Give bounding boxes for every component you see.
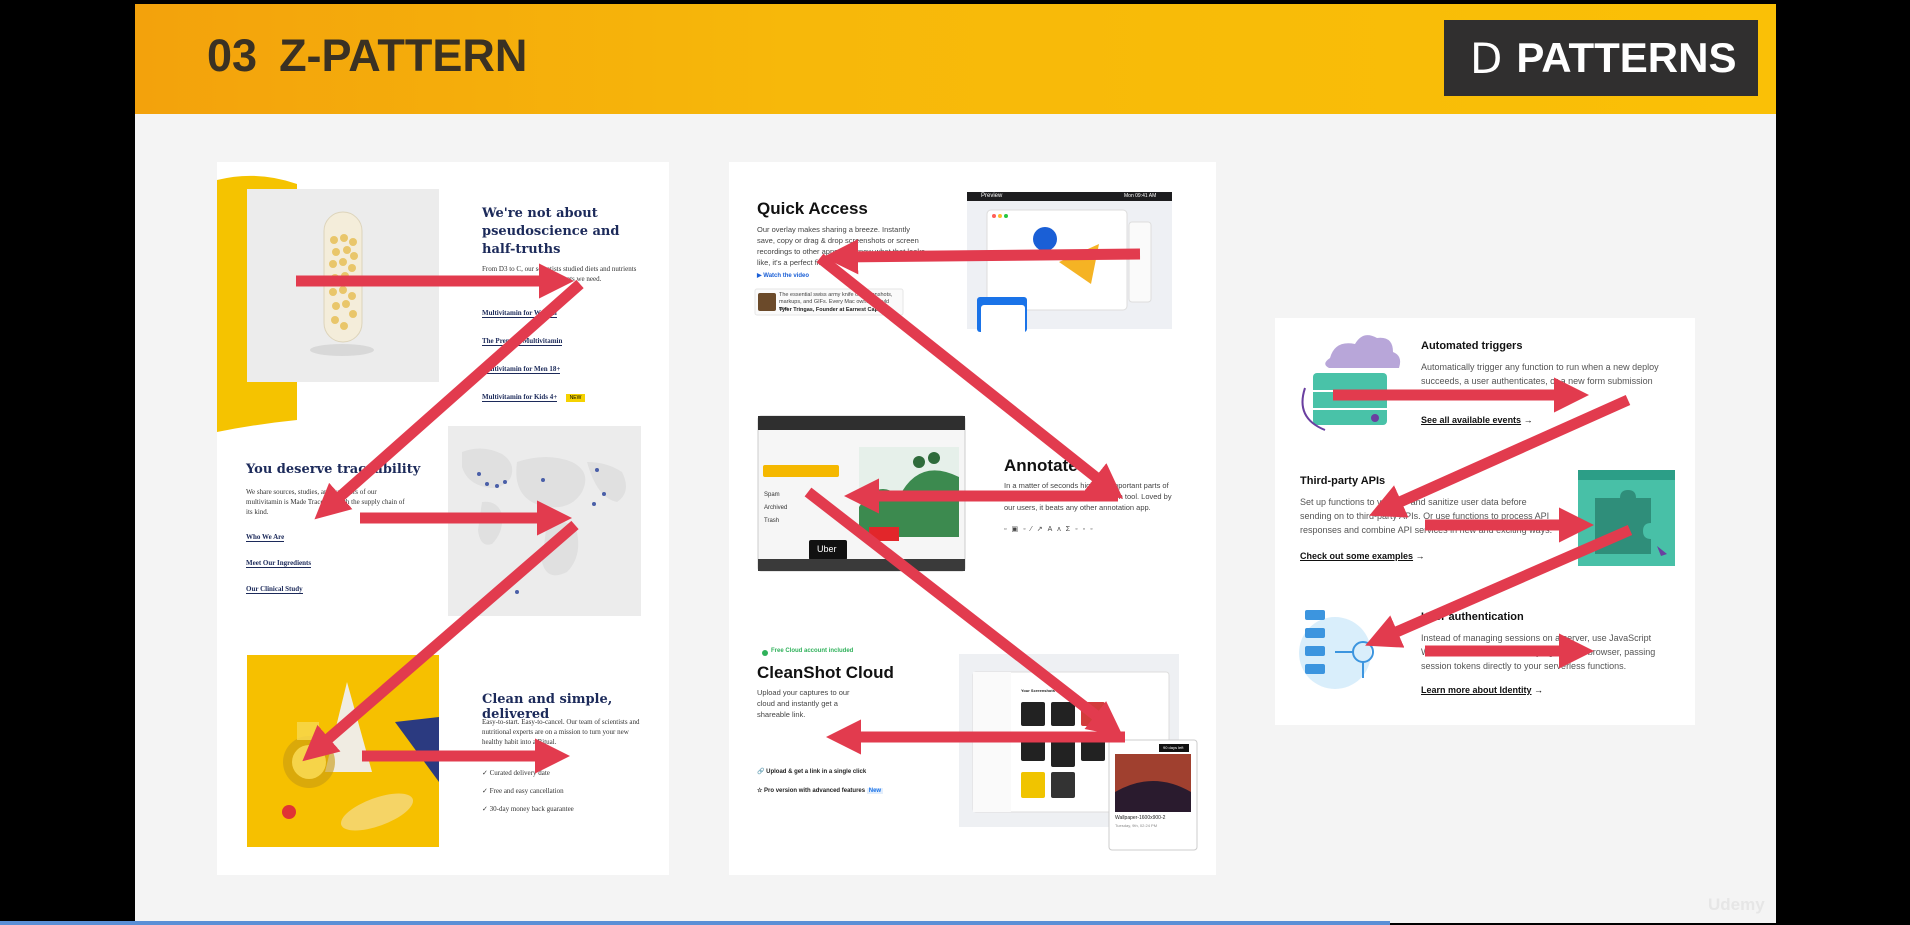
logo-text: PATTERNS	[1516, 34, 1737, 81]
sidebar-trash[interactable]: Trash	[764, 518, 780, 524]
card2-heading-2: Annotate	[1004, 456, 1078, 475]
card1-links-2: Who We Are Meet Our Ingredients Our Clin…	[246, 526, 312, 596]
check-icon: ✓	[482, 769, 490, 777]
card3-link-2[interactable]: Check out some examples →	[1300, 546, 1425, 564]
annotation-toolbar: ▫▣◦⁄↗ΑʌΣ◦◦◦	[1004, 526, 1098, 533]
slide-title: 03 Z-PATTERN	[207, 30, 527, 82]
card3-para-3: Instead of managing sessions on a server…	[1421, 633, 1656, 671]
uber-label: Uber	[817, 544, 837, 554]
card3-link-3[interactable]: Learn more about Identity →	[1421, 680, 1543, 698]
sidebar-archived[interactable]: Archived	[764, 505, 788, 511]
preview-window-title: Preview	[981, 193, 1003, 199]
arrow-right-icon: →	[1521, 415, 1533, 425]
feature-upload-label: Upload & get a link in a single click	[766, 769, 867, 775]
card1-bullets: ✓ Curated delivery date ✓ Free and easy …	[482, 768, 574, 814]
card2-heading-1: Quick Access	[757, 199, 868, 218]
example-card-netlify: Automated triggers Automatically trigger…	[1275, 318, 1695, 725]
watch-video-link[interactable]: ▶ Watch the video	[757, 272, 809, 279]
check-examples-link[interactable]: Check out some examples	[1300, 551, 1414, 561]
feature-pro: ☆ Pro version with advanced features New	[757, 786, 884, 797]
bullet-guarantee: 30-day money back guarantee	[489, 805, 574, 813]
card3-para-2: Set up functions to validate and sanitiz…	[1300, 497, 1553, 535]
sidebar-spam[interactable]: Spam	[764, 492, 780, 498]
free-cloud-badge: Free Cloud account included	[771, 648, 854, 654]
card2-para-2: In a matter of seconds highlight importa…	[1004, 481, 1172, 512]
arrow-right-icon: →	[1531, 685, 1544, 695]
video-progress-bar[interactable]	[0, 921, 1390, 925]
card3-link-1[interactable]: See all available events →	[1421, 410, 1533, 428]
see-events-link[interactable]: See all available events	[1421, 415, 1522, 425]
preview-clock: Mon 09:41 AM	[1124, 193, 1157, 199]
card1-para-1: From D3 to C, our scientists studied die…	[482, 265, 637, 283]
card3-heading-3: User authentication	[1421, 611, 1524, 623]
link-prenatal[interactable]: The Prenatal Multivitamin	[482, 337, 563, 346]
card3-heading-1: Automated triggers	[1421, 340, 1523, 352]
card2-heading-3: CleanShot Cloud	[757, 663, 894, 682]
bullet-cancellation: Free and easy cancellation	[489, 787, 564, 795]
link-icon: 🔗	[757, 769, 767, 775]
card1-para-2: We share sources, studies, and suppliers…	[246, 488, 405, 516]
star-icon: ☆	[757, 788, 765, 794]
card1-heading-1: We're not about pseudoscience and half-t…	[482, 206, 620, 257]
link-meet-ingredients[interactable]: Meet Our Ingredients	[246, 559, 312, 568]
link-multivitamin-men[interactable]: Multivitamin for Men 18+	[482, 365, 561, 374]
card1-heading-2: You deserve traceability	[246, 462, 421, 477]
link-multivitamin-women[interactable]: Multivitamin for Women	[482, 309, 557, 318]
example-card-cleanshot: Quick Access Our overlay makes sharing a…	[729, 162, 1216, 875]
link-clinical-study[interactable]: Our Clinical Study	[246, 585, 303, 594]
slide-header: 03 Z-PATTERN D PATTERNS	[135, 4, 1776, 114]
watch-video-label: Watch the video	[763, 273, 810, 279]
play-icon: ▶	[757, 273, 764, 279]
bullet-delivery: Curated delivery date	[489, 769, 550, 777]
card2-para-3: Upload your captures to our cloud and in…	[757, 688, 850, 719]
card1-para-3: Easy-to-start. Easy-to-cancel. Our team …	[482, 718, 640, 746]
link-multivitamin-kids[interactable]: Multivitamin for Kids 4+	[482, 393, 558, 402]
mail-sidebar: Spam Archived Trash	[764, 489, 787, 528]
slide-number: 03	[207, 30, 258, 81]
slide-title-text: Z-PATTERN	[279, 30, 528, 81]
testimonial-author: Tyler Tringas, Founder at Earnest Capita…	[779, 307, 886, 313]
new-badge: NEW	[565, 394, 586, 402]
feature-pro-label: Pro version with advanced features	[764, 788, 866, 794]
cloud-icon	[1325, 335, 1401, 368]
feature-upload: 🔗 Upload & get a link in a single click	[757, 767, 866, 778]
udemy-watermark: Udemy	[1708, 895, 1765, 914]
check-icon: ✓	[482, 787, 490, 795]
check-icon: ✓	[482, 805, 490, 813]
logo-mark: D	[1470, 33, 1503, 83]
learn-identity-link[interactable]: Learn more about Identity	[1421, 685, 1532, 695]
brand-logo: D PATTERNS	[1444, 20, 1758, 96]
card3-heading-2: Third-party APIs	[1300, 475, 1386, 487]
slide: 03 Z-PATTERN D PATTERNS	[135, 4, 1776, 923]
arrow-right-icon: →	[1413, 551, 1425, 561]
photo-date: Tuesday, 9th, 02:24 PM	[1115, 823, 1158, 828]
card3-para-1: Automatically trigger any function to ru…	[1421, 362, 1659, 386]
link-who-we-are[interactable]: Who We Are	[246, 533, 285, 542]
card2-para-1: Our overlay makes sharing a breeze. Inst…	[757, 225, 925, 267]
example-card-ritual: We're not about pseudoscience and half-t…	[217, 162, 669, 875]
card1-links-1: Multivitamin for Women The Prenatal Mult…	[482, 302, 586, 404]
cloud-header: Your Screenshots	[1021, 688, 1055, 693]
new-tag: New	[866, 788, 884, 794]
photo-badge: 90 days left	[1163, 745, 1184, 750]
photo-filename: Wallpaper-1600x900-2	[1115, 815, 1166, 821]
